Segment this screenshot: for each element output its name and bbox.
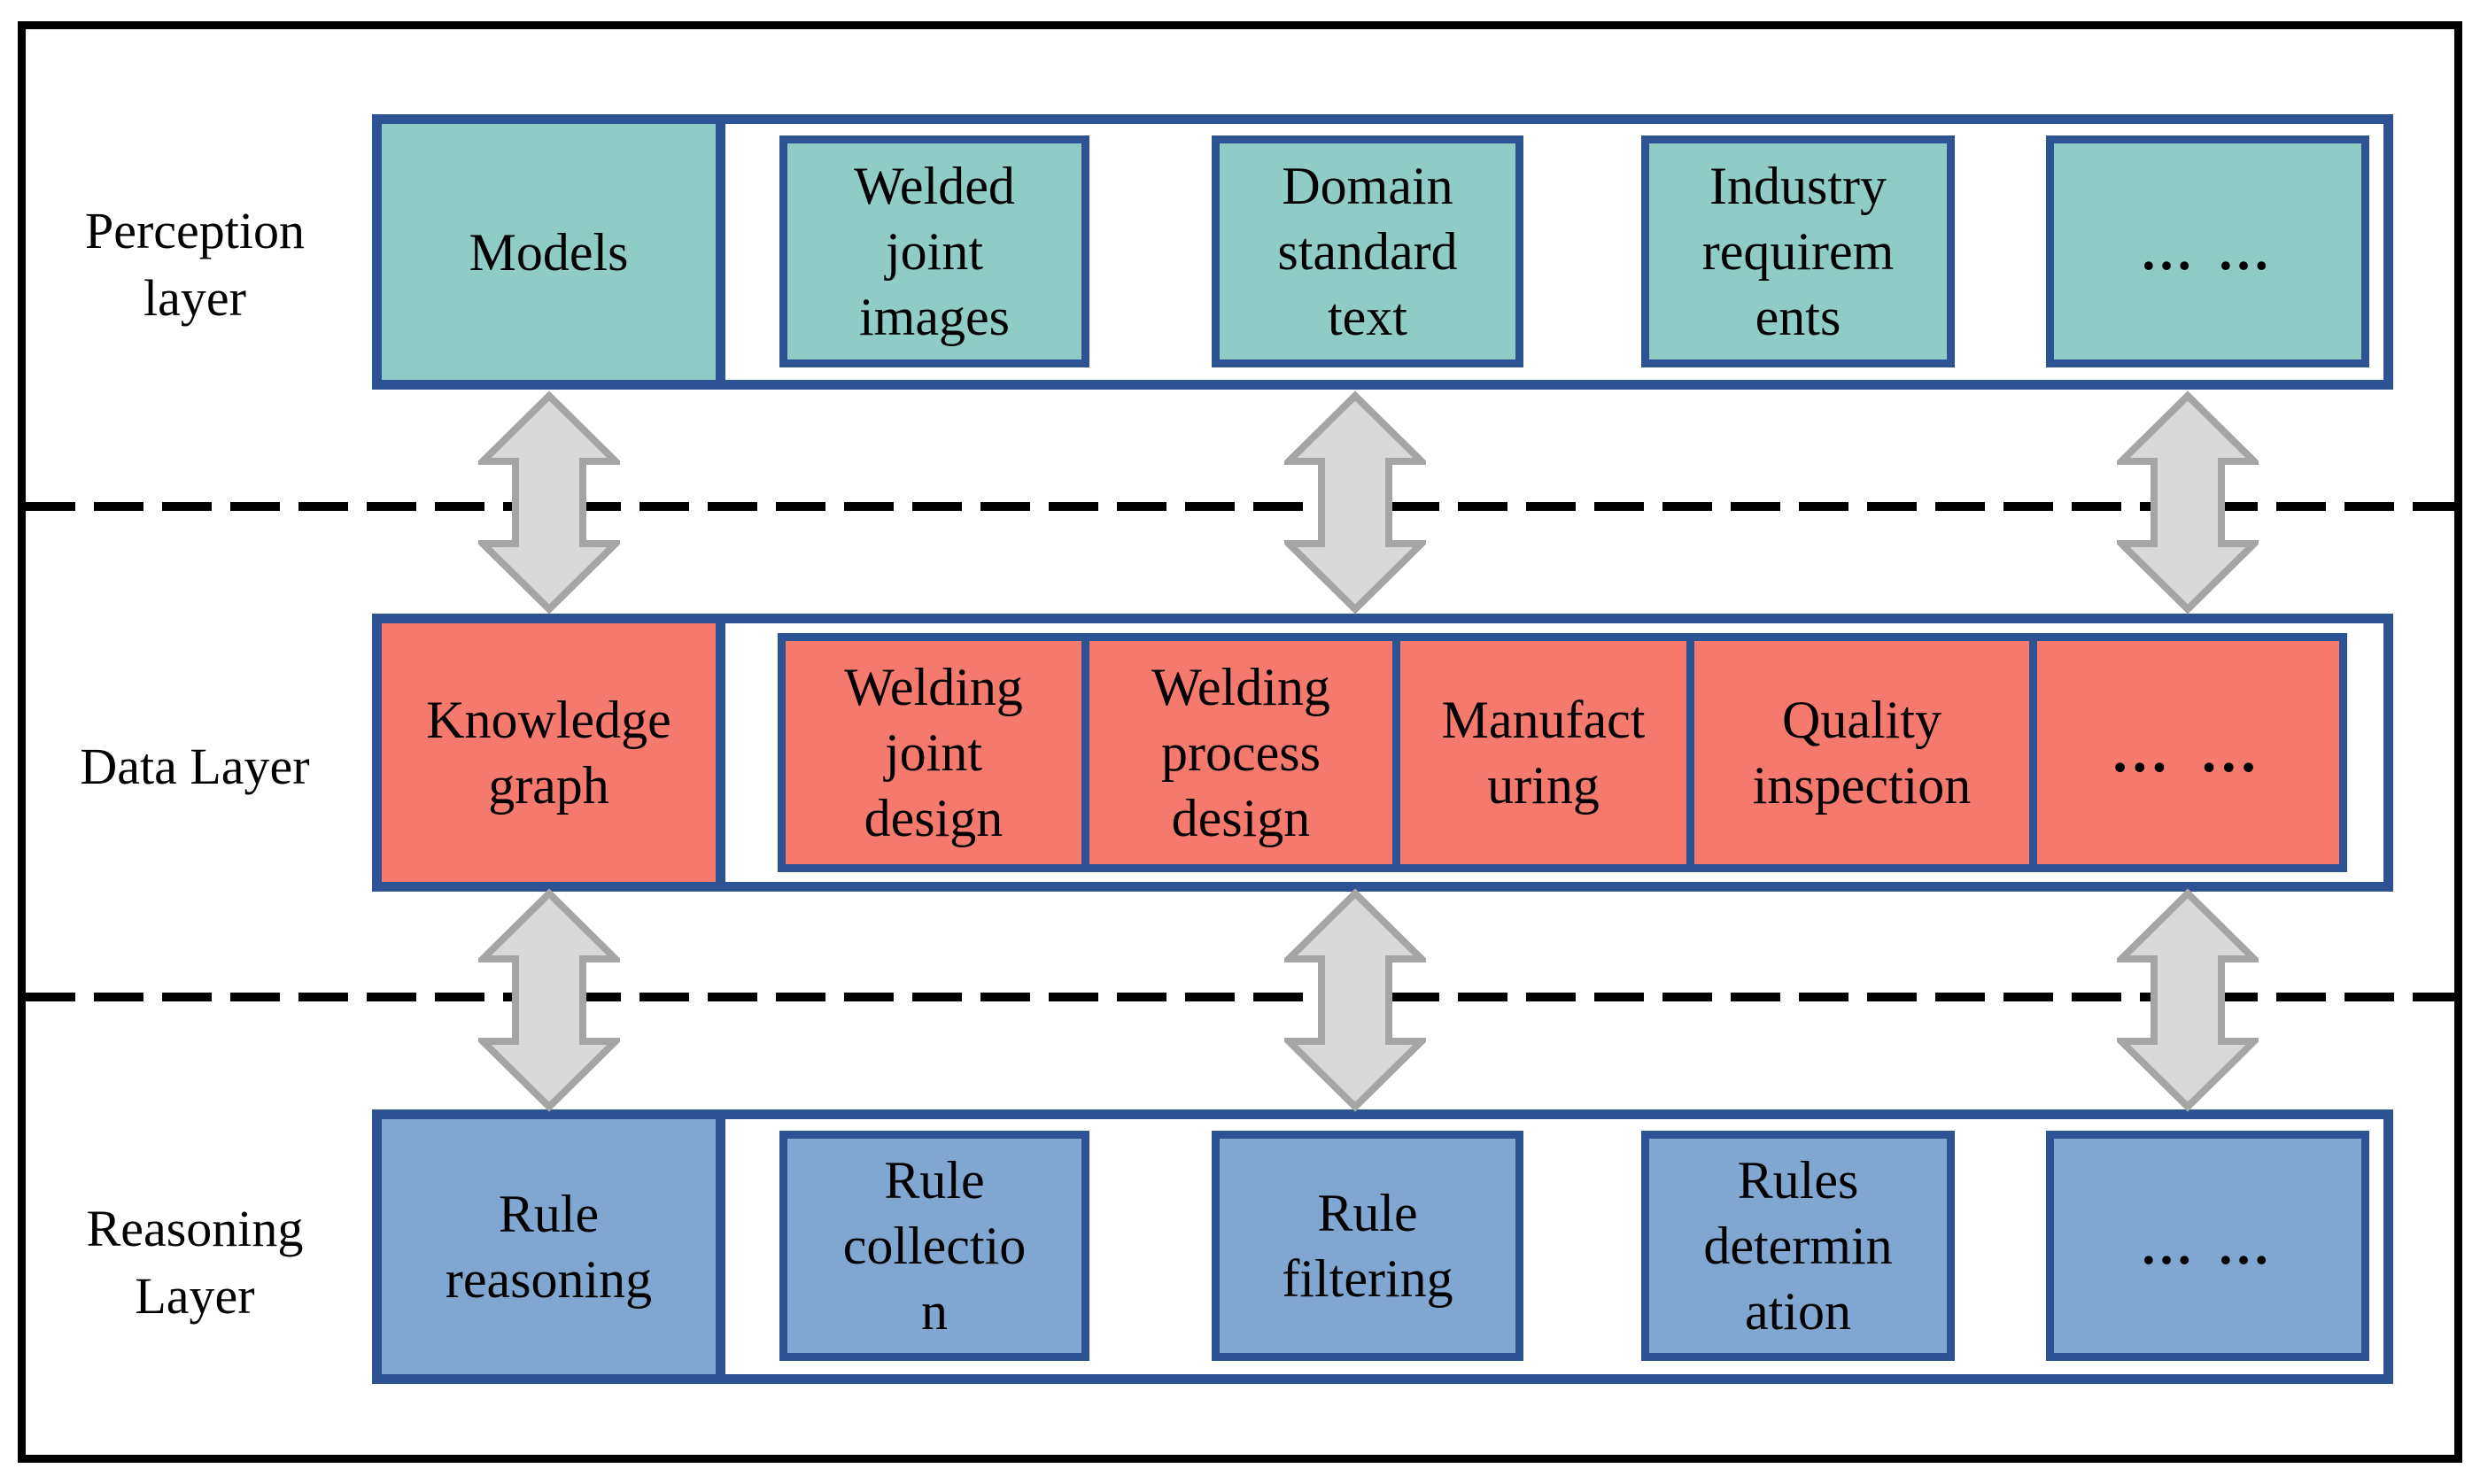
- double-arrow-icon: [2117, 390, 2259, 614]
- perception-ellipsis-box: … …: [2046, 135, 2369, 367]
- double-arrow-icon: [1284, 888, 1426, 1112]
- divider-data-reasoning: [26, 993, 2454, 1001]
- knowledge-graph-box: Knowledge graph: [372, 614, 725, 892]
- divider-perception-data: [26, 502, 2454, 511]
- rule-reasoning-box: Rule reasoning: [372, 1109, 725, 1384]
- models-box: Models: [372, 114, 725, 390]
- double-arrow-icon: [478, 390, 620, 614]
- welding-process-design-box: Welding process design: [1081, 633, 1400, 872]
- reasoning-layer-label: Reasoning Layer: [86, 1200, 304, 1325]
- domain-standard-text-box: Domain standard text: [1212, 135, 1523, 367]
- manufacturing-box: Manufact uring: [1392, 633, 1694, 872]
- rules-determination-box: Rules determin ation: [1641, 1131, 1955, 1361]
- outer-frame: [18, 21, 2462, 1463]
- rule-filtering-box: Rule filtering: [1212, 1131, 1523, 1361]
- data-ellipsis-box: … …: [2029, 633, 2347, 872]
- reasoning-ellipsis-box: … …: [2046, 1131, 2369, 1361]
- welding-joint-design-box: Welding joint design: [778, 633, 1089, 872]
- double-arrow-icon: [2117, 888, 2259, 1112]
- welded-joint-images-box: Welded joint images: [779, 135, 1089, 367]
- double-arrow-icon: [1284, 390, 1426, 614]
- perception-layer-label: Perception layer: [84, 202, 306, 327]
- industry-requirements-box: Industry requirem ents: [1641, 135, 1955, 367]
- data-layer-label: Data Layer: [80, 738, 310, 795]
- rule-collection-box: Rule collectio n: [779, 1131, 1089, 1361]
- double-arrow-icon: [478, 888, 620, 1112]
- quality-inspection-box: Quality inspection: [1686, 633, 2037, 872]
